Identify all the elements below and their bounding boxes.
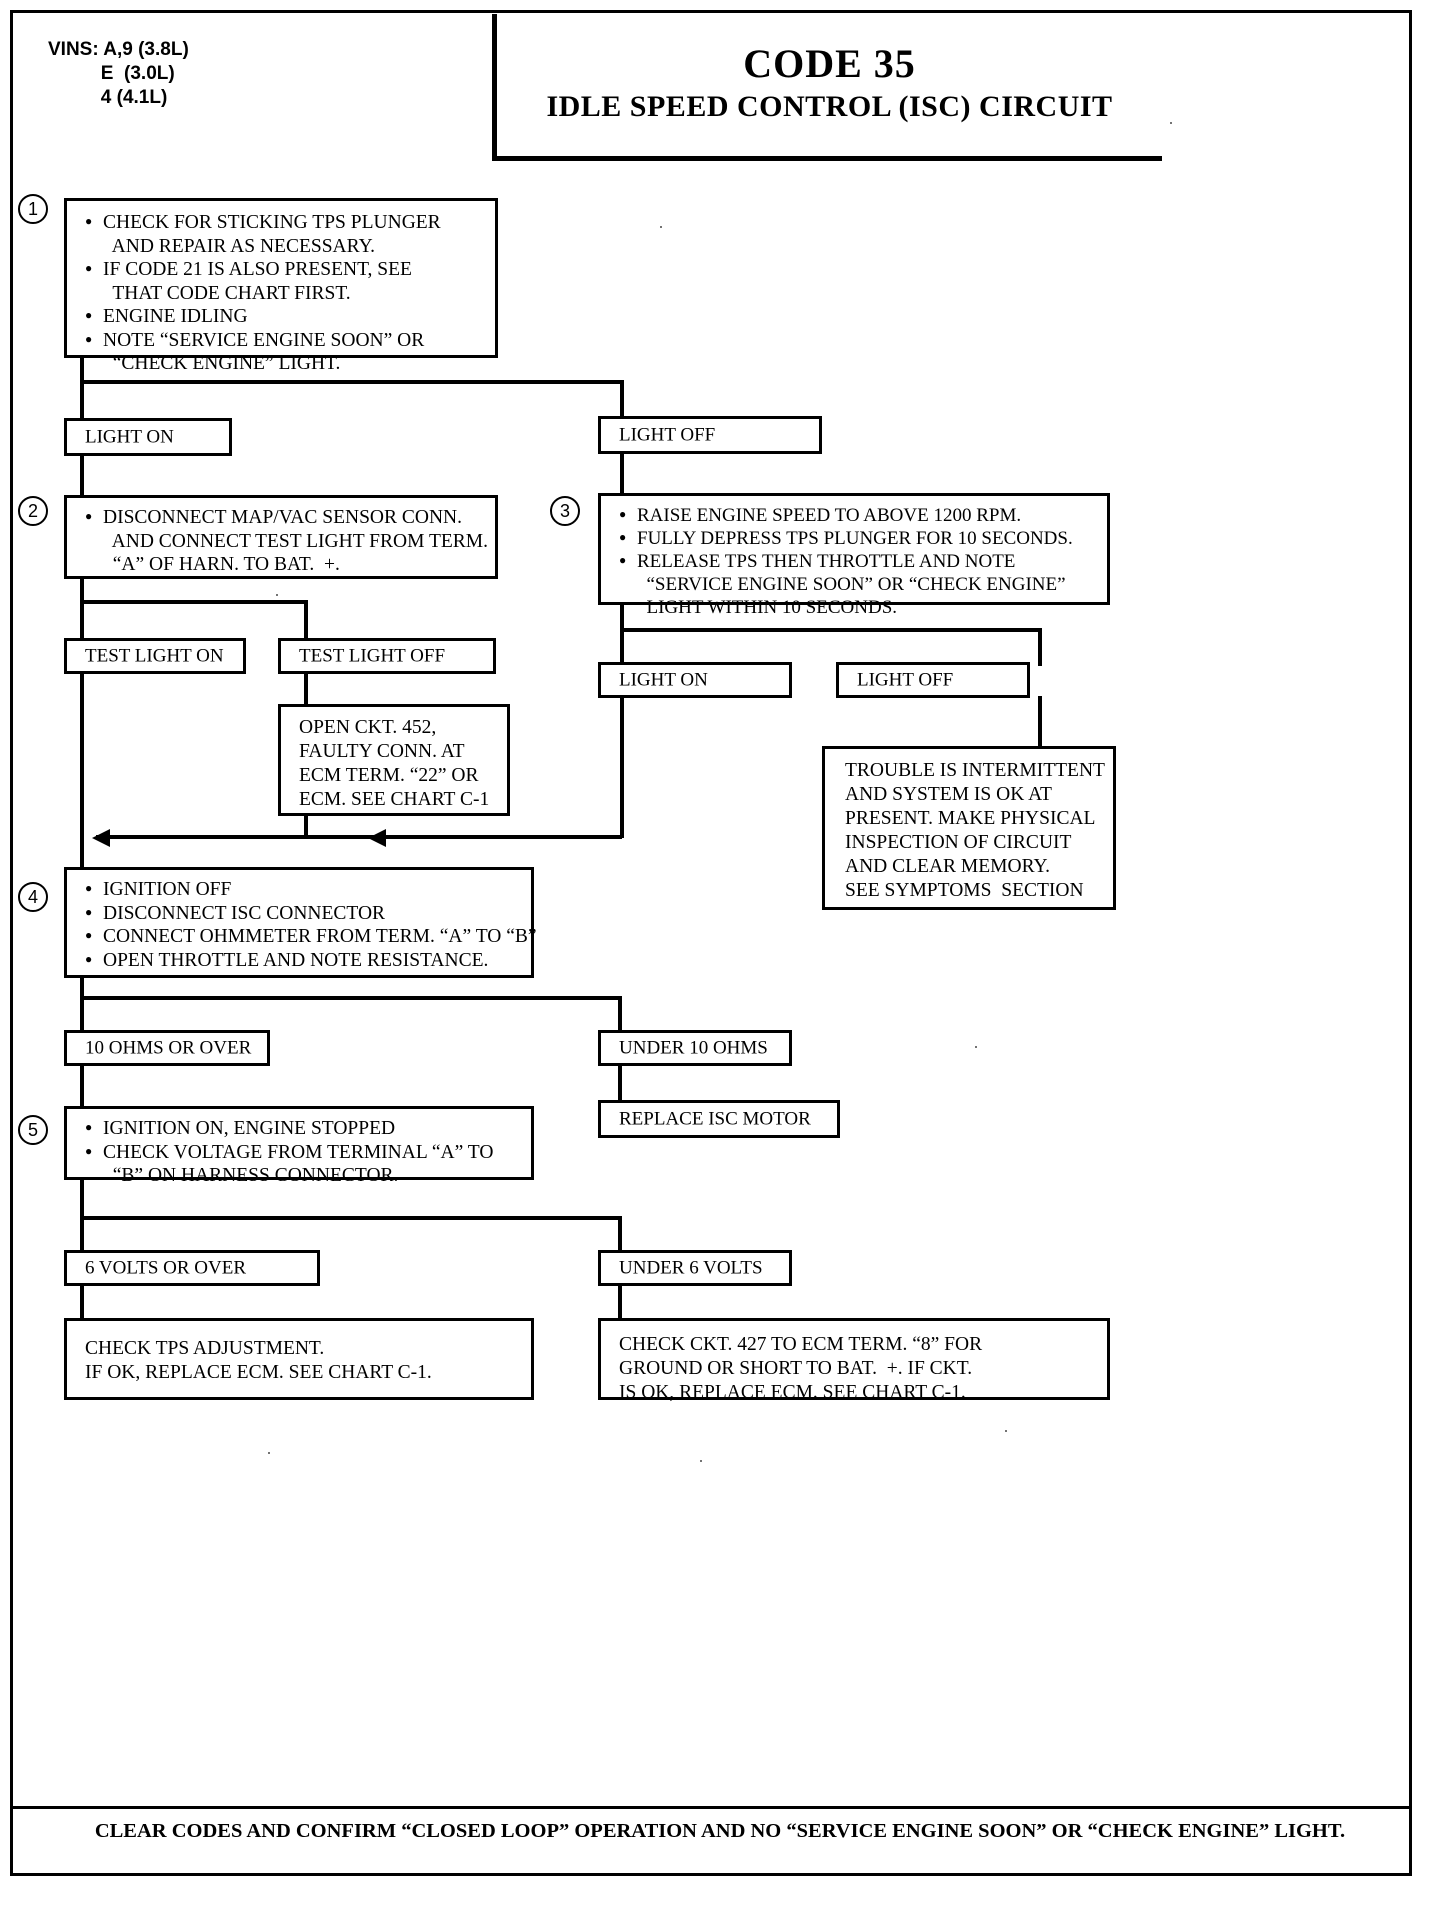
connector-lightoff1-down	[620, 452, 624, 502]
connector-s3-split	[620, 628, 1042, 632]
check-tps-box: CHECK TPS ADJUSTMENT. IF OK, REPLACE ECM…	[64, 1318, 534, 1400]
connector-s3-right-down	[1038, 628, 1042, 666]
step-number-4: 4	[18, 882, 48, 912]
step-number-1: 1	[18, 194, 48, 224]
page-border	[10, 10, 1412, 1876]
light-off-box-2: LIGHT OFF	[836, 662, 1030, 698]
connector-ohmsunder-down	[618, 1066, 622, 1102]
step-1-bullets: CHECK FOR STICKING TPS PLUNGER AND REPAI…	[83, 210, 489, 376]
connector-s1-down-left	[80, 358, 84, 438]
arrow-head-merge-left	[92, 829, 110, 847]
connector-merge-to-step4	[96, 835, 622, 839]
connector-s4-right-down	[618, 996, 622, 1034]
step-2-bullets: DISCONNECT MAP/VAC SENSOR CONN. AND CONN…	[83, 505, 489, 577]
connector-s2-split	[80, 600, 308, 604]
connector-voltsunder-down	[618, 1286, 622, 1318]
test-light-on-box: TEST LIGHT ON	[64, 638, 246, 674]
connector-ohmsover-down	[80, 1066, 84, 1108]
light-on-box-2: LIGHT ON	[598, 662, 792, 698]
title-block: CODE 35 IDLE SPEED CONTROL (ISC) CIRCUIT	[492, 14, 1162, 161]
bullet: ENGINE IDLING	[83, 304, 489, 329]
connector-openckt-down	[304, 815, 308, 837]
replace-isc-box: REPLACE ISC MOTOR	[598, 1100, 840, 1138]
light-on-box-1: LIGHT ON	[64, 418, 232, 456]
bullet: IGNITION ON, ENGINE STOPPED	[83, 1116, 525, 1141]
volts-over-box: 6 VOLTS OR OVER	[64, 1250, 320, 1286]
step-2-box: DISCONNECT MAP/VAC SENSOR CONN. AND CONN…	[64, 495, 498, 579]
vins-label: VINS: A,9 (3.8L) E (3.0L) 4 (4.1L)	[48, 39, 189, 108]
bullet: CONNECT OHMMETER FROM TERM. “A” TO “B”	[83, 924, 537, 949]
step-5-box: IGNITION ON, ENGINE STOPPED CHECK VOLTAG…	[64, 1106, 534, 1186]
bullet: DISCONNECT ISC CONNECTOR	[83, 901, 525, 926]
step-4-bullets: IGNITION OFF DISCONNECT ISC CONNECTOR CO…	[83, 877, 537, 973]
open-ckt-box: OPEN CKT. 452, FAULTY CONN. AT ECM TERM.…	[278, 704, 510, 816]
page-title: CODE 35	[743, 41, 916, 86]
light-off-label-1: LIGHT OFF	[619, 424, 716, 446]
bullet: CHECK FOR STICKING TPS PLUNGER AND REPAI…	[83, 210, 489, 258]
volts-over-label: 6 VOLTS OR OVER	[85, 1257, 246, 1279]
ohms-under-box: UNDER 10 OHMS	[598, 1030, 792, 1066]
arrow-head-merge-mid	[368, 829, 386, 847]
light-off-label-2: LIGHT OFF	[857, 669, 954, 691]
connector-lighton2-down	[620, 696, 624, 838]
step-3-box: RAISE ENGINE SPEED TO ABOVE 1200 RPM. FU…	[598, 493, 1110, 618]
connector-s5-split	[80, 1216, 622, 1220]
connector-s1-split	[80, 380, 624, 384]
connector-merge-down-step4	[80, 835, 84, 867]
step-number-2: 2	[18, 496, 48, 526]
connector-testlighton-down	[80, 672, 84, 884]
bullet: IGNITION OFF	[83, 877, 525, 902]
bullet: CHECK VOLTAGE FROM TERMINAL “A” TO “B” O…	[83, 1140, 525, 1188]
light-on-label-1: LIGHT ON	[85, 426, 174, 448]
bullet: RELEASE TPS THEN THROTTLE AND NOTE “SERV…	[617, 549, 1101, 619]
step-1-box: CHECK FOR STICKING TPS PLUNGER AND REPAI…	[64, 198, 498, 374]
bullet: FULLY DEPRESS TPS PLUNGER FOR 10 SECONDS…	[617, 526, 1101, 550]
test-light-off-box: TEST LIGHT OFF	[278, 638, 496, 674]
step-3-bullets: RAISE ENGINE SPEED TO ABOVE 1200 RPM. FU…	[617, 503, 1101, 619]
ohms-over-box: 10 OHMS OR OVER	[64, 1030, 270, 1066]
bullet: RAISE ENGINE SPEED TO ABOVE 1200 RPM.	[617, 503, 1101, 527]
intermittent-text: TROUBLE IS INTERMITTENT AND SYSTEM IS OK…	[845, 760, 1105, 901]
light-on-label-2: LIGHT ON	[619, 669, 708, 691]
connector-s4-split	[80, 996, 622, 1000]
step-4-box: IGNITION OFF DISCONNECT ISC CONNECTOR CO…	[64, 867, 537, 978]
footer-divider	[13, 1806, 1409, 1809]
bullet: IF CODE 21 IS ALSO PRESENT, SEE THAT COD…	[83, 257, 489, 305]
step-5-bullets: IGNITION ON, ENGINE STOPPED CHECK VOLTAG…	[83, 1116, 525, 1188]
open-ckt-text: OPEN CKT. 452, FAULTY CONN. AT ECM TERM.…	[299, 717, 490, 810]
bullet: NOTE “SERVICE ENGINE SOON” OR “CHECK ENG…	[83, 328, 489, 376]
test-light-off-label: TEST LIGHT OFF	[299, 645, 446, 667]
page-subtitle: IDLE SPEED CONTROL (ISC) CIRCUIT	[546, 90, 1113, 123]
bullet: DISCONNECT MAP/VAC SENSOR CONN. AND CONN…	[83, 505, 489, 577]
connector-testlightoff-down	[304, 672, 308, 706]
connector-s4-down	[80, 978, 84, 1048]
connector-s2-right-down	[304, 600, 308, 640]
check-tps-text: CHECK TPS ADJUSTMENT. IF OK, REPLACE ECM…	[85, 1338, 432, 1383]
connector-s5-right-down	[618, 1216, 622, 1250]
replace-isc-label: REPLACE ISC MOTOR	[619, 1108, 811, 1130]
volts-under-box: UNDER 6 VOLTS	[598, 1250, 792, 1286]
connector-lightoff2-down	[1038, 696, 1042, 746]
light-off-box-1: LIGHT OFF	[598, 416, 822, 454]
step-number-3: 3	[550, 496, 580, 526]
bullet: OPEN THROTTLE AND NOTE RESISTANCE.	[83, 948, 525, 973]
connector-s1-down-right	[620, 380, 624, 438]
ohms-over-label: 10 OHMS OR OVER	[85, 1037, 252, 1059]
check-ckt427-box: CHECK CKT. 427 TO ECM TERM. “8” FOR GROU…	[598, 1318, 1110, 1403]
step-number-5: 5	[18, 1115, 48, 1145]
test-light-on-label: TEST LIGHT ON	[85, 645, 224, 667]
check-ckt427-text: CHECK CKT. 427 TO ECM TERM. “8” FOR GROU…	[619, 1334, 983, 1403]
connector-s3-down	[620, 604, 624, 674]
footer-note: CLEAR CODES AND CONFIRM “CLOSED LOOP” OP…	[94, 1820, 1346, 1842]
connector-voltsover-down	[80, 1286, 84, 1324]
volts-under-label: UNDER 6 VOLTS	[619, 1257, 763, 1279]
ohms-under-label: UNDER 10 OHMS	[619, 1037, 768, 1059]
intermittent-box: TROUBLE IS INTERMITTENT AND SYSTEM IS OK…	[822, 746, 1116, 910]
connector-s2-down	[80, 578, 84, 648]
connector-lighton1-down	[80, 455, 84, 505]
